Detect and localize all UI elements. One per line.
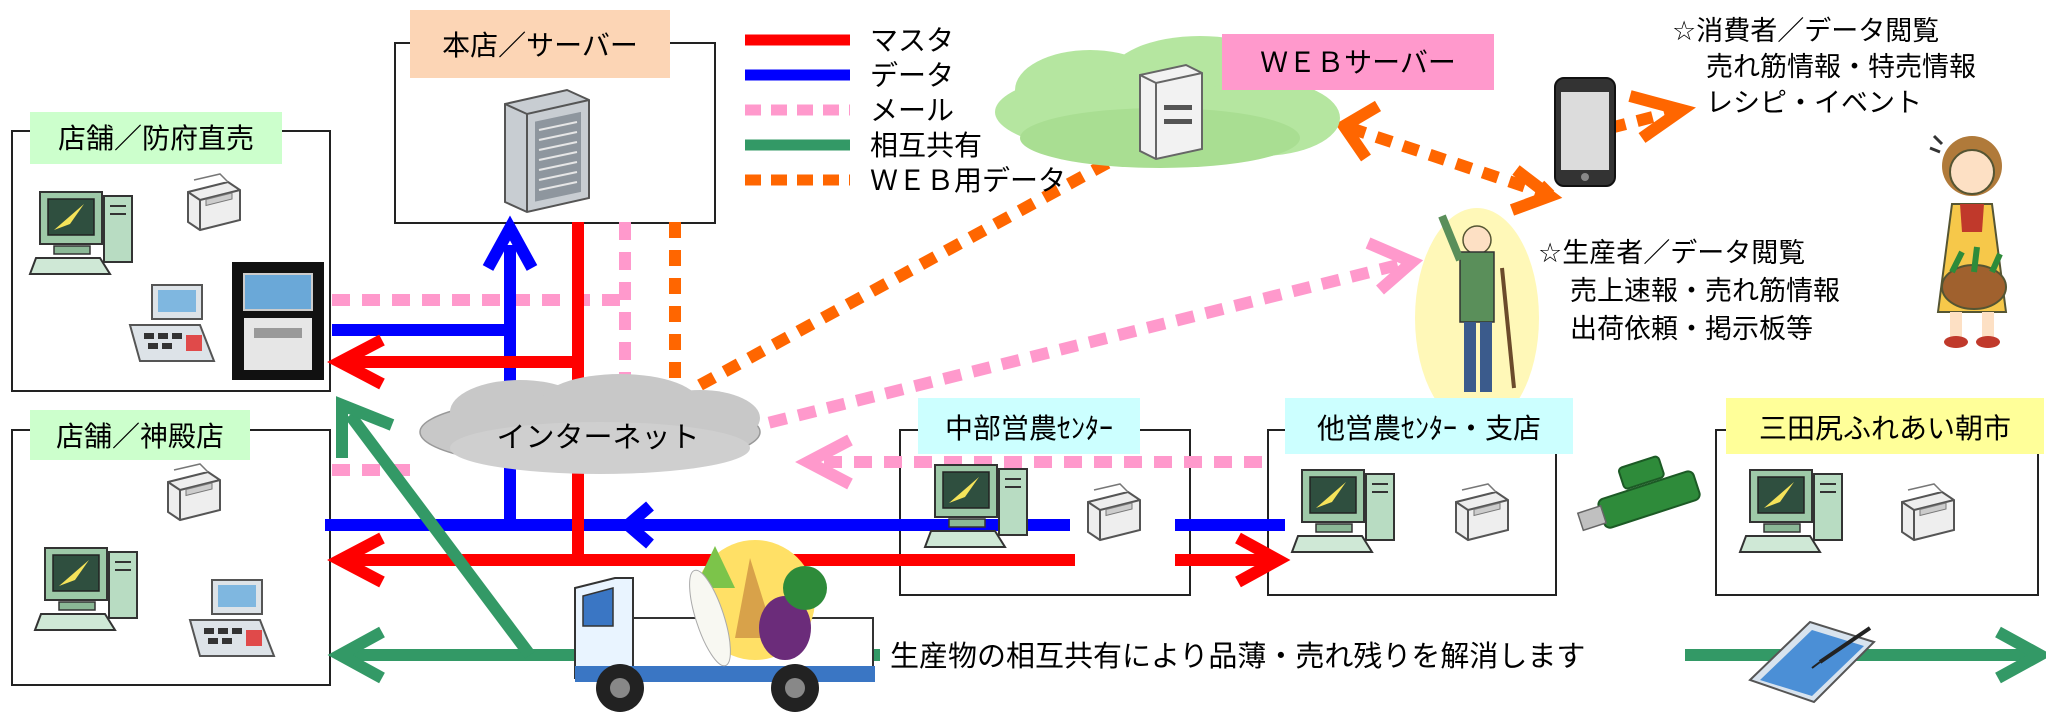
internet-label: インターネット xyxy=(496,420,699,454)
pc-icon xyxy=(1291,469,1395,553)
consumer-title: ☆消費者／データ閲覧 xyxy=(1672,16,1939,47)
register-icon xyxy=(232,262,324,380)
master-arrowhead-shinden xyxy=(327,532,385,588)
truck-icon xyxy=(574,540,875,712)
consumer-line1: 売れ筋情報・特売情報 xyxy=(1706,52,1976,83)
consumer-line2: レシピ・イベント xyxy=(1706,88,1922,119)
legend: マスタ データ メール 相互共有 ＷＥＢ用データ xyxy=(745,24,1066,197)
store-hofu-label: 店舗／防府直売 xyxy=(58,122,254,155)
bottom-message: 生産物の相互共有により品薄・売れ残りを解消します xyxy=(890,639,1585,673)
legend-master-label: マスタ xyxy=(870,24,954,57)
other-center-label-bg xyxy=(1285,398,1573,454)
legend-web-label: ＷＥＢ用データ xyxy=(870,164,1066,197)
producer-line2: 出荷依頼・掲示板等 xyxy=(1570,314,1813,345)
pc-icon xyxy=(34,547,138,631)
pc-icon xyxy=(1739,469,1843,553)
store-shinden-label-bg xyxy=(30,410,250,460)
tablet-icon xyxy=(1748,620,1876,704)
master-arrowhead-hofu xyxy=(327,334,385,390)
smartphone-icon xyxy=(1554,77,1616,187)
legend-data-label: データ xyxy=(870,59,954,92)
usb-icon xyxy=(1576,455,1701,532)
market-label-bg xyxy=(1726,398,2044,454)
pc-icon xyxy=(924,464,1028,548)
web-arrowhead-left xyxy=(1335,100,1382,162)
web-arrowhead-right xyxy=(1509,165,1563,216)
store-hofu-label-bg xyxy=(30,112,282,164)
data-arrowhead-up xyxy=(482,215,538,271)
server-icon xyxy=(1139,63,1203,161)
web-server-label: ＷＥＢサーバー xyxy=(1260,46,1456,79)
web-arrowhead-phone xyxy=(1628,90,1696,143)
chubu-center-label-bg xyxy=(918,398,1140,454)
mutual-arrowhead-right xyxy=(1995,626,2046,684)
web-label-bg xyxy=(1222,34,1494,90)
store-shinden-label: 店舗／神殿店 xyxy=(56,420,224,453)
other-center-label: 他営農ｾﾝﾀｰ・支店 xyxy=(1317,412,1541,445)
legend-mutual-label: 相互共有 xyxy=(870,129,982,162)
consumer-figure xyxy=(1929,134,2008,348)
mutual-arrowhead-left xyxy=(327,626,385,684)
mutual-arrowhead-up xyxy=(336,396,395,458)
producer-line1: 売上速報・売れ筋情報 xyxy=(1570,276,1840,307)
server-icon xyxy=(504,88,590,214)
cloud-icon xyxy=(419,374,761,474)
market-label: 三田尻ふれあい朝市 xyxy=(1759,412,2011,445)
mail-arrowhead-producer xyxy=(1365,237,1424,295)
chubu-center-label: 中部営農ｾﾝﾀｰ xyxy=(945,412,1113,445)
mutual-lines xyxy=(340,411,2040,661)
master-arrowhead-other xyxy=(1235,532,1291,588)
producer-title: ☆生産者／データ閲覧 xyxy=(1538,238,1805,269)
mail-arrowhead-center xyxy=(795,434,853,490)
producer-figure xyxy=(1415,208,1539,428)
legend-mail-label: メール xyxy=(870,94,954,127)
data-arrowhead-left xyxy=(618,501,654,549)
hq-label: 本店／サーバー xyxy=(442,29,638,62)
pc-icon xyxy=(29,191,133,275)
hq-label-bg xyxy=(410,10,670,78)
